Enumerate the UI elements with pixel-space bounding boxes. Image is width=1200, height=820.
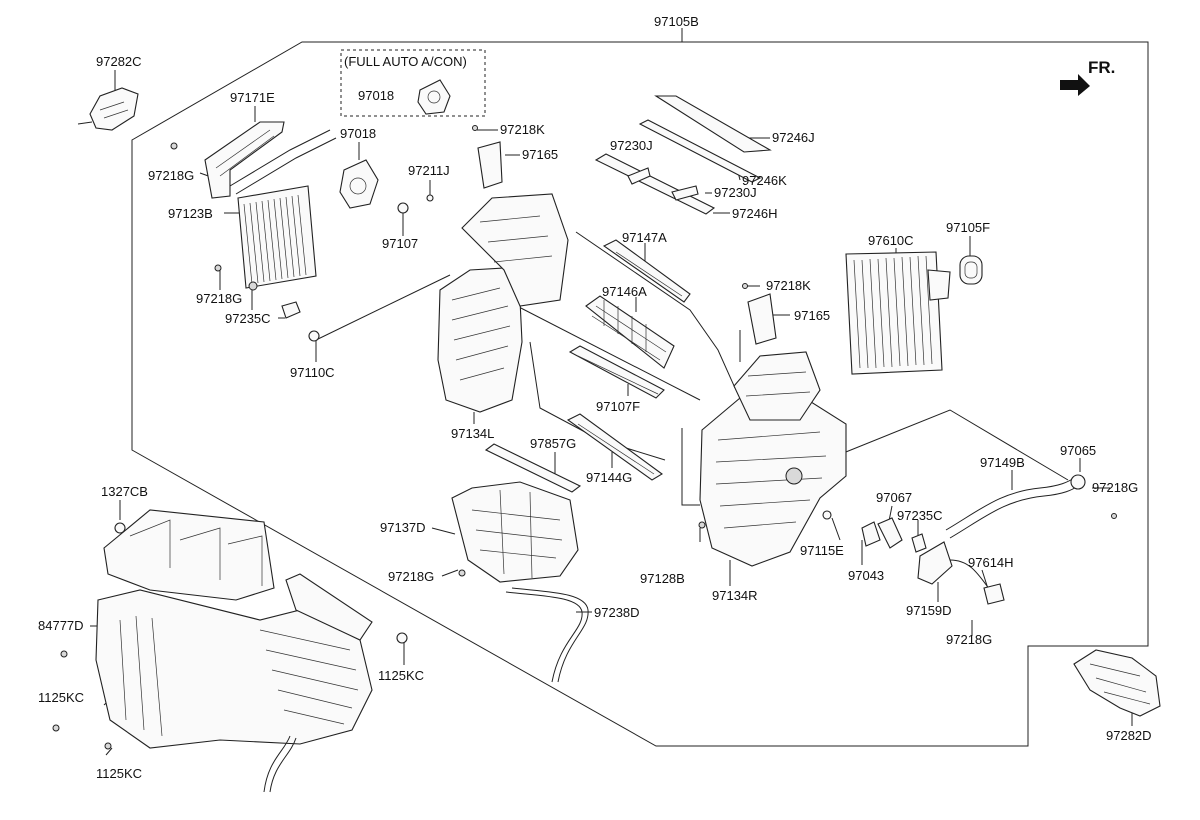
option-box-part-label: 97018 (358, 88, 394, 103)
small-fasteners-left (170, 125, 478, 342)
part-label-97235c-b: 97235C (897, 508, 943, 523)
part-label-1125kc-a: 1125KC (38, 690, 84, 705)
part-97018-actuator (339, 159, 379, 209)
filter-seals (594, 95, 772, 215)
part-label-97134r: 97134R (712, 588, 758, 603)
part-label-97144g: 97144G (586, 470, 632, 485)
complete-hvac-unit (52, 509, 408, 793)
part-label-97218g-d: 97218G (1092, 480, 1138, 495)
part-97107f-door (568, 345, 665, 399)
part-97282d-duct (1073, 649, 1161, 717)
part-label-97857g: 97857G (530, 436, 576, 451)
part-97149b-hose (945, 474, 1117, 539)
part-97238d-drain-hose (505, 587, 589, 683)
part-label-97110c: 97110C (290, 365, 335, 380)
part-label-97218k-a: 97218K (500, 122, 545, 137)
part-label-97211j: 97211J (408, 163, 450, 178)
part-label-97614h: 97614H (968, 555, 1014, 570)
part-label-97235c-a: 97235C (225, 311, 271, 326)
part-label-97230j-a: 97230J (610, 138, 653, 153)
part-97146a-door (585, 295, 675, 369)
part-label-97246h: 97246H (732, 206, 778, 221)
part-97134l-left-case (437, 193, 569, 413)
part-label-97107f: 97107F (596, 399, 640, 414)
part-label-97105f: 97105F (946, 220, 990, 235)
part-label-97165-a: 97165 (522, 147, 558, 162)
part-label-97218g-e: 97218G (946, 632, 992, 647)
part-97105f-grommet (959, 255, 983, 285)
part-label-1125kc-c: 1125KC (378, 668, 424, 683)
part-label-97115e: 97115E (800, 543, 844, 558)
fr-arrow-icon (1060, 74, 1090, 96)
part-label-1125kc-b: 1125KC (96, 766, 142, 781)
part-label-97067: 97067 (876, 490, 912, 505)
part-label-97171e: 97171E (230, 90, 275, 105)
part-label-97123b: 97123B (168, 206, 213, 221)
part-label-97043: 97043 (848, 568, 884, 583)
assembly-number-label: 97105B (654, 14, 699, 29)
full-auto-option-box (340, 49, 486, 117)
part-label-84777d: 84777D (38, 618, 84, 633)
part-97165-bracket-b (742, 283, 777, 345)
part-97165-bracket-a (477, 141, 503, 189)
part-label-97246k: 97246K (742, 173, 787, 188)
part-label-97282d: 97282D (1106, 728, 1152, 743)
part-label-97610c: 97610C (868, 233, 914, 248)
part-97144g-door (566, 413, 663, 481)
part-label-97165-b: 97165 (794, 308, 830, 323)
part-97147a-door (602, 239, 691, 303)
part-labels: 97105B FR. (FULL AUTO A/CON) 97018 97282… (38, 14, 1152, 781)
part-label-97238d: 97238D (594, 605, 640, 620)
assembly-boundary (131, 28, 1149, 747)
part-97171e-pipe (204, 121, 337, 199)
part-label-97218g-a: 97218G (148, 168, 194, 183)
part-label-1327cb: 1327CB (101, 484, 148, 499)
part-label-97282c: 97282C (96, 54, 142, 69)
part-label-97147a: 97147A (622, 230, 667, 245)
part-label-97218g-c: 97218G (388, 569, 434, 584)
part-label-97218k-b: 97218K (766, 278, 811, 293)
part-97134r-right-case (698, 351, 847, 567)
part-label-97107: 97107 (382, 236, 418, 251)
part-97123b-heater-core (237, 185, 317, 289)
part-label-97065: 97065 (1060, 443, 1096, 458)
part-label-97159d: 97159D (906, 603, 952, 618)
part-97137d-lower-case (451, 481, 579, 583)
part-97610c-evaporator (845, 251, 951, 375)
part-label-97246j: 97246J (772, 130, 815, 145)
part-97857g-seal (484, 443, 582, 493)
part-label-97134l: 97134L (451, 426, 494, 441)
part-label-97018: 97018 (340, 126, 376, 141)
part-label-97128b: 97128B (640, 571, 685, 586)
part-label-97137d: 97137D (380, 520, 426, 535)
part-97282c-duct (77, 87, 139, 131)
part-97018-option-actuator (417, 79, 451, 115)
sensor-actuator-group (822, 510, 1005, 605)
part-label-97230j-b: 97230J (714, 185, 757, 200)
part-label-97146a: 97146A (602, 284, 647, 299)
part-label-97218g-b: 97218G (196, 291, 242, 306)
part-label-97149b: 97149B (980, 455, 1025, 470)
fr-label: FR. (1088, 58, 1115, 77)
option-box-title: (FULL AUTO A/CON) (344, 54, 467, 69)
